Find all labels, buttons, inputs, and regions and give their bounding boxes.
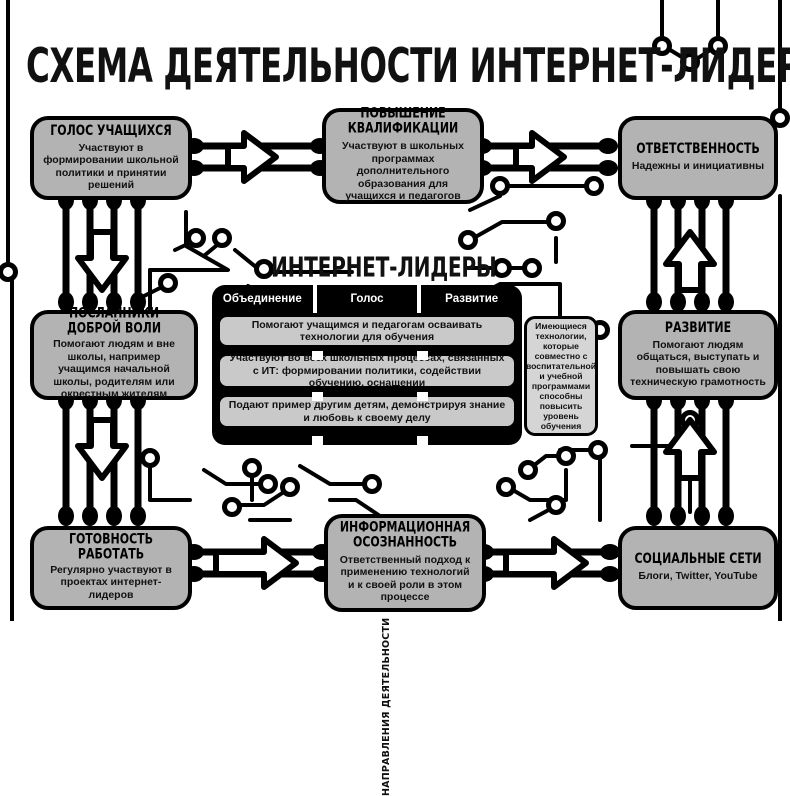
node-socialnye-seti[interactable]: СОЦИАЛЬНЫЕ СЕТИ Блоги, Twitter, YouTube: [618, 526, 778, 610]
node-heading: ГОЛОС УЧАЩИХСЯ: [50, 121, 172, 138]
row-notch: [312, 436, 323, 445]
tab-razvitie[interactable]: Развитие: [417, 285, 522, 313]
node-heading: ОТВЕТСТВЕННОСТЬ: [636, 140, 760, 157]
panel-row: Участвуют во всех школьных процессах, св…: [218, 352, 516, 389]
node-body: Помогают людям общаться, выступать и пов…: [630, 338, 766, 389]
node-body: Участвуют в формировании школьной полити…: [43, 141, 179, 192]
node-heading: РАЗВИТИЕ: [664, 318, 732, 335]
center-panel: Объединение Голос Развитие Помогают учащ…: [212, 285, 522, 445]
row-notch: [312, 351, 323, 360]
arrow-right-bottom-1: [213, 536, 299, 590]
arrow-down-left-1: [75, 229, 129, 293]
arrow-right-bottom-2: [503, 536, 589, 590]
axis-label-directions: НАПРАВЛЕНИЯ ДЕЯТЕЛЬНОСТИ: [381, 617, 392, 796]
row-notch: [312, 392, 323, 401]
node-golos-uchashchihsya[interactable]: ГОЛОС УЧАЩИХСЯ Участвуют в формировании …: [30, 116, 192, 200]
node-razvitie[interactable]: РАЗВИТИЕ Помогают людям общаться, выступ…: [618, 310, 778, 400]
panel-row: Подают пример другим детям, демонстрируя…: [218, 395, 516, 428]
arrow-left-top-1: [225, 130, 279, 184]
tab-golos[interactable]: Голос: [312, 285, 418, 313]
node-povyshenie-kvalifikacii[interactable]: ПОВЫШЕНИЕ КВАЛИФИКАЦИИ Участвуют в школь…: [322, 105, 484, 204]
node-body: Надежны и инициативны: [631, 160, 765, 173]
panel-rows: Помогают учащимся и педагогам осваивать …: [218, 315, 516, 435]
node-heading: ПОВЫШЕНИЕ КВАЛИФИКАЦИИ: [347, 105, 459, 137]
node-gotovnost-rabotat[interactable]: ГОТОВНОСТЬ РАБОТАТЬ Регулярно участвуют …: [30, 526, 192, 610]
node-poslanniki-dobroj-voli[interactable]: ПОСЛАННИКИ ДОБРОЙ ВОЛИ Помогают людям и …: [30, 306, 198, 401]
technology-note: Имеющиеся технологии, которые совместно …: [524, 316, 598, 436]
arrow-down-left-2: [75, 417, 129, 481]
node-heading: ПОСЛАННИКИ ДОБРОЙ ВОЛИ: [66, 305, 162, 337]
node-body: Регулярно участвуют в проектах интернет-…: [50, 563, 172, 601]
tab-obedinenie[interactable]: Объединение: [222, 293, 302, 305]
row-notch: [417, 392, 428, 401]
arrow-up-right-2: [663, 417, 717, 481]
node-body: Помогают людям и вне школы, например уча…: [53, 338, 175, 401]
row-notch: [417, 351, 428, 360]
node-heading: ГОТОВНОСТЬ РАБОТАТЬ: [68, 530, 154, 562]
node-body: Блоги, Twitter, YouTube: [638, 570, 758, 583]
panel-row: Помогают учащимся и педагогам осваивать …: [218, 315, 516, 347]
node-heading: ИНФОРМАЦИОННАЯ ОСОЗНАННОСТЬ: [339, 518, 471, 550]
node-informacionnaya-osoznannost[interactable]: ИНФОРМАЦИОННАЯ ОСОЗНАННОСТЬ Ответственны…: [324, 514, 486, 612]
node-body: Ответственный подход к применению технол…: [339, 553, 471, 604]
node-otvetstvennost[interactable]: ОТВЕТСТВЕННОСТЬ Надежны и инициативны: [618, 116, 778, 200]
node-body: Участвуют в школьных программах дополнит…: [342, 140, 464, 203]
arrow-up-right-1: [663, 229, 717, 293]
center-panel-title: ИНТЕРНЕТ-ЛИДЕРЫ: [271, 252, 497, 284]
node-heading: СОЦИАЛЬНЫЕ СЕТИ: [634, 550, 762, 567]
row-notch: [417, 436, 428, 445]
page-title: СХЕМА ДЕЯТЕЛЬНОСТИ ИНТЕРНЕТ-ЛИДЕРОВ: [26, 40, 790, 94]
panel-tabs: Объединение Голос Развитие: [212, 285, 522, 313]
arrow-left-top-2: [513, 130, 567, 184]
